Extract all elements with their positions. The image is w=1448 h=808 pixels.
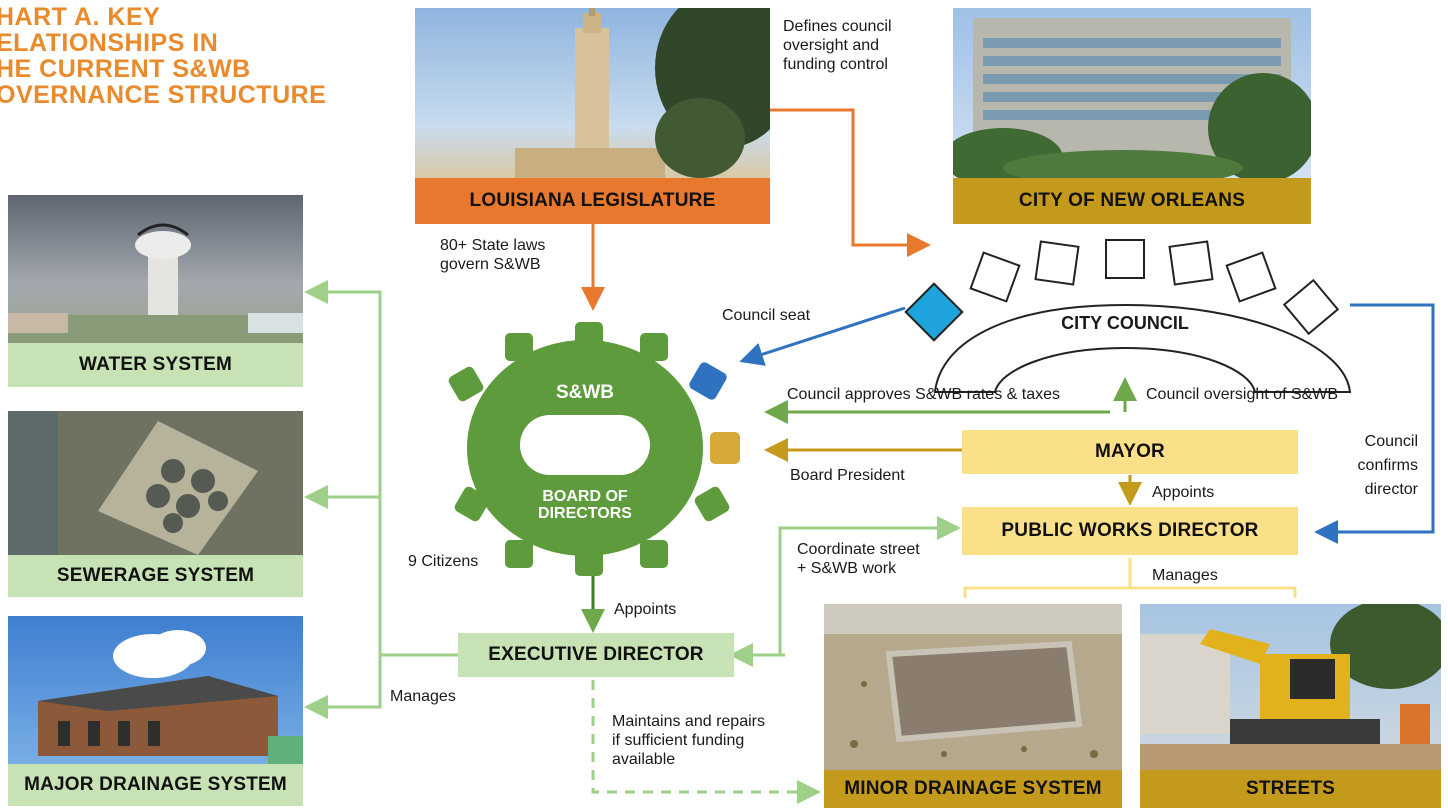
- water-tower-photo: [8, 195, 303, 343]
- board-table: [448, 322, 740, 576]
- board-label: BOARD OF DIRECTORS: [538, 488, 632, 522]
- swb-label: S&WB: [555, 382, 615, 403]
- excavator-photo: [1140, 604, 1441, 770]
- pumping-station-photo: [8, 616, 303, 764]
- streets-label: STREETS: [1140, 770, 1441, 808]
- state-laws-label: 80+ State laws govern S&WB: [440, 237, 546, 273]
- sewerage-label: SEWERAGE SYSTEM: [8, 555, 303, 597]
- defines-council-label: Defines council oversight and funding co…: [783, 18, 892, 73]
- council-seat-label: Council seat: [722, 307, 811, 324]
- council-confirms-label: Council confirms director: [1357, 433, 1418, 498]
- council-seat-arrow: [739, 306, 906, 366]
- chart-title: HART A. KEY ELATIONSHIPS IN HE CURRENT S…: [0, 3, 327, 109]
- legislature-photo: [415, 8, 770, 178]
- nine-citizens-label: 9 Citizens: [408, 553, 479, 570]
- catch-basin-photo: [824, 604, 1122, 770]
- major-drainage-label: MAJOR DRAINAGE SYSTEM: [8, 764, 303, 806]
- executive-director-box: EXECUTIVE DIRECTOR: [458, 633, 734, 677]
- maintains-dashed-arrow: [591, 680, 821, 804]
- council-approves-label: Council approves S&WB rates & taxes: [787, 386, 1061, 403]
- public-works-box: PUBLIC WORKS DIRECTOR: [962, 507, 1298, 555]
- legislature-label: LOUISIANA LEGISLATURE: [415, 178, 770, 224]
- coordinate-label: Coordinate street + S&WB work: [797, 541, 920, 577]
- mayor-box: MAYOR: [962, 430, 1298, 474]
- board-appoints-label: Appoints: [614, 601, 677, 618]
- council-confirms-arrow: [1314, 303, 1435, 544]
- board-president-label: Board President: [790, 467, 905, 484]
- water-label: WATER SYSTEM: [8, 343, 303, 387]
- mayor-appoints-label: Appoints: [1152, 484, 1215, 501]
- city-label: CITY OF NEW ORLEANS: [953, 178, 1311, 224]
- council-oversight-label: Council oversight of S&WB: [1146, 386, 1339, 403]
- defines-council-arrow: [770, 108, 931, 257]
- minor-drainage-label: MINOR DRAINAGE SYSTEM: [824, 770, 1122, 808]
- sewerage-plant-photo: [8, 411, 303, 555]
- maintains-label: Maintains and repairs if sufficient fund…: [612, 713, 765, 768]
- city-council-diagram: [904, 239, 1352, 393]
- pw-manages-label: Manages: [1152, 567, 1218, 584]
- city-hall-photo: [953, 8, 1311, 178]
- exec-manages-label: Manages: [390, 688, 456, 705]
- exec-manages-arrow: [304, 280, 458, 657]
- city-council-label: CITY COUNCIL: [1061, 313, 1189, 333]
- manages-bracket: [963, 558, 1297, 598]
